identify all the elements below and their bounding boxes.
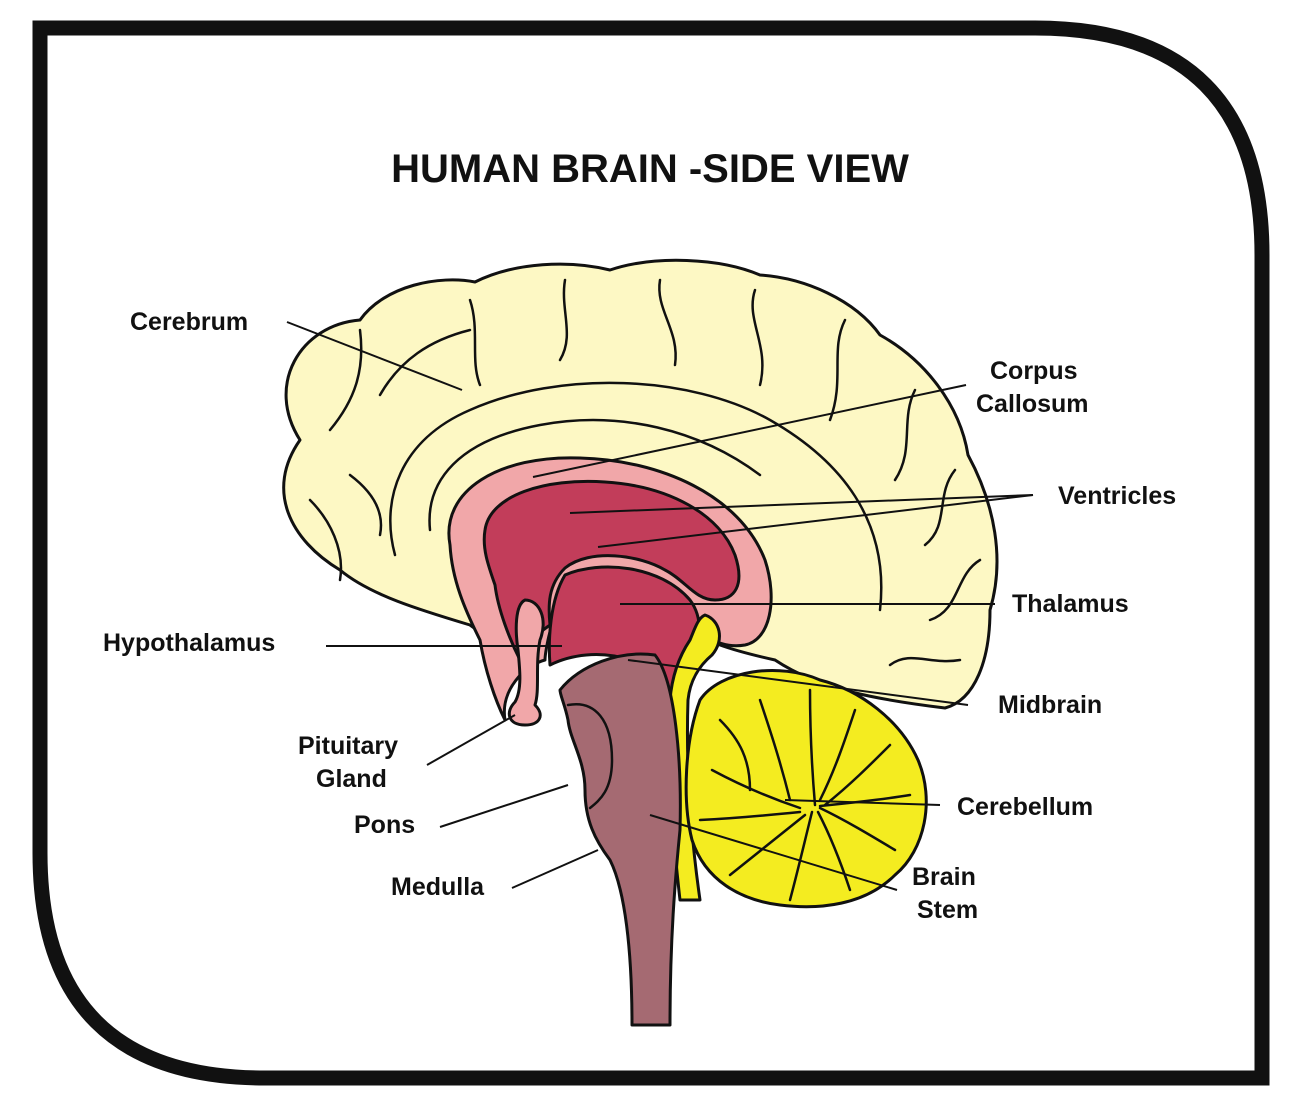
leader-midbrain [627,659,969,706]
label-medulla: Medulla [391,873,485,901]
leader-ventricles-1 [569,494,1034,514]
label-brainstem-line2: Stem [917,896,978,924]
cerebellum-folia [698,688,912,902]
label-hypothalamus: Hypothalamus [103,629,275,657]
pituitary-gland-region [507,598,545,727]
leader-pituitary [426,714,516,766]
label-pituitary-line1: Pituitary [298,732,398,760]
leader-ventricles-2 [597,494,1034,548]
cerebellum-region [684,669,928,909]
leader-brainstem [649,814,898,891]
brain-illustration [282,258,999,1027]
leader-corpus-callosum [532,384,967,478]
label-midbrain: Midbrain [998,691,1102,719]
leader-medulla [511,849,599,889]
pons-bulge [566,703,614,810]
ventricles-thalamus-region [482,479,741,662]
label-brainstem-line1: Brain [912,863,976,891]
label-cerebellum: Cerebellum [957,793,1093,821]
label-cerebrum: Cerebrum [130,308,248,336]
label-corpus-line1: Corpus [990,357,1078,385]
leader-lines [286,321,1034,891]
aqueduct-band [668,613,721,902]
label-thalamus: Thalamus [1012,590,1129,618]
label-corpus-line2: Callosum [976,390,1089,418]
label-pons: Pons [354,811,415,839]
leader-cerebrum [286,321,463,391]
label-pituitary-line2: Gland [316,765,387,793]
diagram-title: HUMAN BRAIN -SIDE VIEW [391,147,909,191]
leader-pons [439,784,569,828]
leader-cerebellum [784,799,941,806]
cerebrum-gyri [308,278,982,667]
label-ventricles: Ventricles [1058,482,1176,510]
